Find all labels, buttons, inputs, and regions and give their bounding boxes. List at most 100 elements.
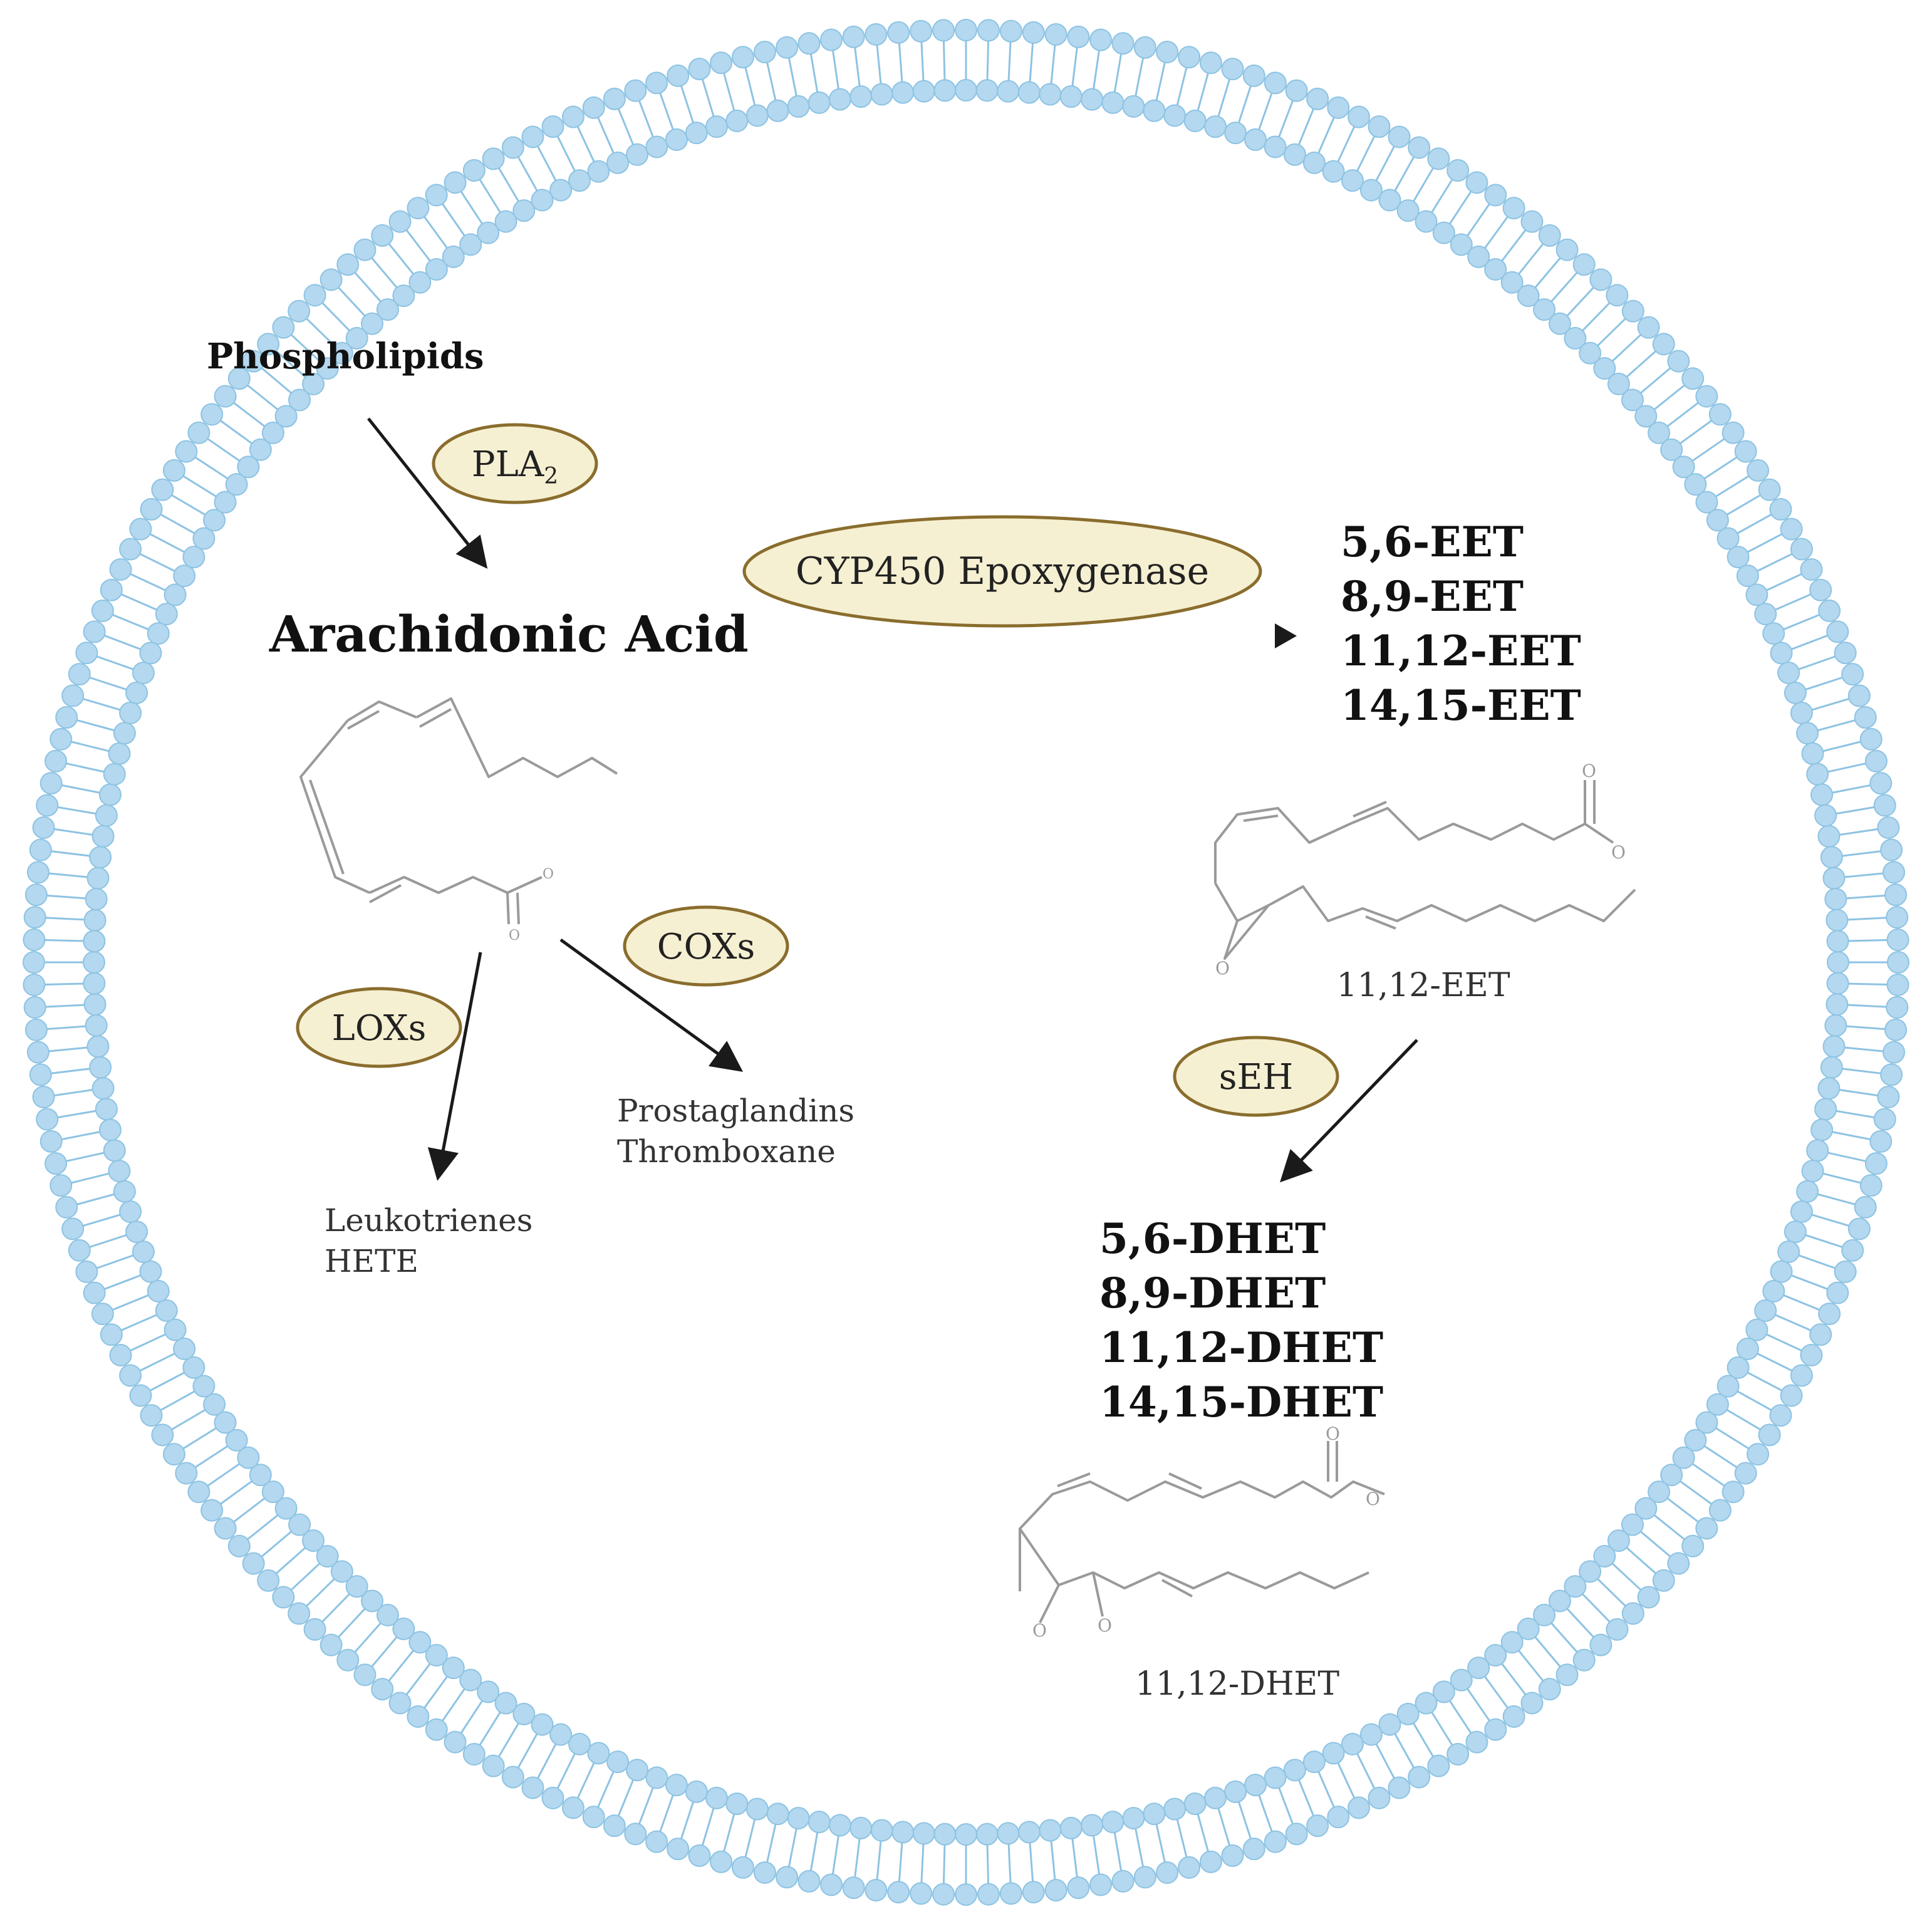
lipid-head bbox=[139, 642, 162, 665]
lipid-tail bbox=[148, 532, 187, 554]
arachidonic-acid-oxygen-atoms: O O bbox=[509, 866, 554, 944]
lipid-tail bbox=[64, 762, 106, 774]
lipid-head bbox=[1770, 642, 1793, 665]
lipid-tail bbox=[1533, 1635, 1562, 1669]
lipid-head bbox=[1564, 326, 1587, 350]
lipid-head bbox=[203, 1393, 226, 1416]
lipid-head bbox=[1790, 538, 1813, 561]
lipid-head bbox=[1533, 1603, 1556, 1626]
lipid-head bbox=[1306, 87, 1329, 110]
lipid-head bbox=[129, 1384, 152, 1407]
lipid-tail bbox=[920, 1842, 925, 1885]
lipid-head bbox=[26, 1041, 49, 1064]
lipid-head bbox=[237, 1446, 260, 1469]
lipid-head bbox=[887, 1881, 910, 1904]
lipid-head bbox=[797, 1869, 821, 1893]
lipid-head bbox=[1122, 1807, 1145, 1830]
eet-list: 5,6-EET 8,9-EET 11,12-EET 14,15-EET bbox=[1341, 517, 1581, 730]
lipid-tail bbox=[274, 349, 308, 379]
lipid-head bbox=[587, 160, 610, 183]
lipid-head bbox=[1089, 28, 1112, 51]
lipid-head bbox=[1264, 71, 1287, 95]
lipid-tail bbox=[1789, 1274, 1830, 1291]
lipid-tail bbox=[1430, 1710, 1455, 1747]
dhet-item: 14,15-DHET bbox=[1099, 1378, 1383, 1427]
lipid-head bbox=[1143, 1802, 1166, 1826]
lipid-head bbox=[1684, 473, 1707, 496]
lipid-tail bbox=[787, 1826, 798, 1869]
lipid-tail bbox=[1809, 697, 1851, 712]
eet-structure bbox=[1214, 780, 1636, 960]
lipid-head bbox=[23, 951, 45, 974]
lipid-head bbox=[1818, 599, 1841, 622]
lipid-tail bbox=[1393, 1732, 1416, 1770]
lipid-head bbox=[587, 1742, 610, 1765]
lipid-head bbox=[1826, 972, 1849, 995]
lipid-head bbox=[1822, 866, 1846, 890]
lipid-tail bbox=[556, 1751, 577, 1791]
lipid-head bbox=[1810, 1118, 1834, 1141]
lipid-head bbox=[376, 298, 399, 321]
lipid-head bbox=[36, 794, 59, 817]
lipid-head bbox=[1242, 64, 1265, 87]
lipid-head bbox=[776, 36, 799, 59]
lipid-tail bbox=[1071, 45, 1079, 88]
lipid-tail bbox=[205, 437, 242, 463]
lipid-head bbox=[371, 1678, 394, 1701]
lipid-head bbox=[1427, 147, 1450, 170]
lipid-head bbox=[955, 1883, 977, 1906]
lipid-head bbox=[103, 762, 126, 786]
lipid-head bbox=[745, 1797, 769, 1821]
lipid-head bbox=[23, 928, 46, 952]
lipid-head bbox=[261, 1480, 284, 1504]
lipid-head bbox=[1695, 1411, 1718, 1434]
lipid-head bbox=[444, 171, 467, 194]
lipid-head bbox=[1695, 1517, 1718, 1540]
lipid-tail bbox=[193, 455, 230, 481]
lipid-tail bbox=[245, 383, 280, 412]
lipid-head bbox=[1484, 1644, 1507, 1667]
lipid-tail bbox=[1830, 784, 1872, 794]
lipid-head bbox=[1681, 1534, 1705, 1557]
lipid-tail bbox=[1713, 474, 1751, 499]
lipid-head bbox=[1806, 762, 1829, 786]
lipid-head bbox=[1660, 1464, 1683, 1487]
lipid-head bbox=[95, 1098, 118, 1121]
lipid-head bbox=[1341, 169, 1364, 192]
lipid-tail bbox=[1113, 51, 1123, 95]
lipid-head bbox=[1814, 804, 1837, 827]
lipid-head bbox=[1572, 1648, 1596, 1672]
lipid-head bbox=[408, 1631, 432, 1654]
lipid-head bbox=[89, 846, 112, 869]
lipid-head bbox=[125, 681, 148, 704]
lipid-tail bbox=[231, 1496, 267, 1524]
lipid-head bbox=[1517, 284, 1540, 308]
lipid-tail bbox=[128, 1333, 168, 1353]
lipid-tail bbox=[1134, 1826, 1145, 1869]
lipid-head bbox=[100, 578, 123, 601]
oxygen-atom: O bbox=[1582, 761, 1596, 781]
lipid-head bbox=[1579, 341, 1602, 365]
lipid-tail bbox=[128, 572, 168, 592]
lipid-tail bbox=[1842, 1046, 1886, 1053]
lipid-head bbox=[345, 326, 368, 350]
lipid-head bbox=[1826, 993, 1849, 1016]
lipid-head bbox=[561, 1796, 584, 1819]
pla2-enzyme: PLA2 bbox=[432, 423, 598, 504]
lipid-tail bbox=[1237, 1799, 1252, 1841]
lipid-head bbox=[912, 1822, 935, 1845]
lipid-head bbox=[1111, 32, 1135, 55]
lipid-head bbox=[1790, 1200, 1813, 1224]
lipid-head bbox=[119, 1364, 142, 1387]
lipid-head bbox=[1059, 1816, 1083, 1839]
lipid-tail bbox=[289, 1561, 322, 1592]
lipid-head bbox=[494, 210, 517, 233]
lipid-head bbox=[1873, 1108, 1896, 1131]
lipid-head bbox=[955, 19, 977, 41]
lipid-tail bbox=[853, 1836, 861, 1880]
lipid-head bbox=[1465, 171, 1488, 194]
lipid-tail bbox=[1355, 134, 1376, 174]
lipid-head bbox=[61, 1217, 85, 1240]
lipid-head bbox=[1039, 1819, 1062, 1842]
lipid-head bbox=[1415, 210, 1438, 233]
